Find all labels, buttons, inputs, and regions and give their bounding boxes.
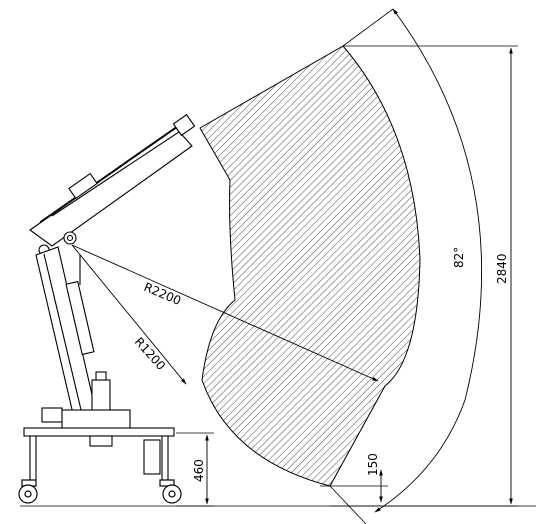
reach-envelope bbox=[199, 45, 421, 487]
angle-extension-top bbox=[342, 8, 394, 47]
angle-arc bbox=[374, 8, 483, 513]
radius-outer-label: R2200 bbox=[142, 280, 183, 308]
wheel-right bbox=[159, 479, 182, 504]
radius-inner-line bbox=[71, 244, 187, 385]
radius-outer-line bbox=[71, 244, 379, 382]
crane-hydraulic-unit bbox=[41, 371, 131, 431]
crane-boom bbox=[29, 113, 196, 256]
crane-base bbox=[23, 427, 175, 480]
base-label: 460 bbox=[192, 459, 206, 482]
clearance-label: 150 bbox=[366, 453, 380, 476]
height-label: 2840 bbox=[495, 253, 509, 284]
angle-label: 82° bbox=[452, 247, 466, 268]
crane-mast bbox=[35, 246, 97, 419]
wheel-left bbox=[18, 479, 38, 504]
angle-extension-bottom bbox=[329, 485, 367, 524]
